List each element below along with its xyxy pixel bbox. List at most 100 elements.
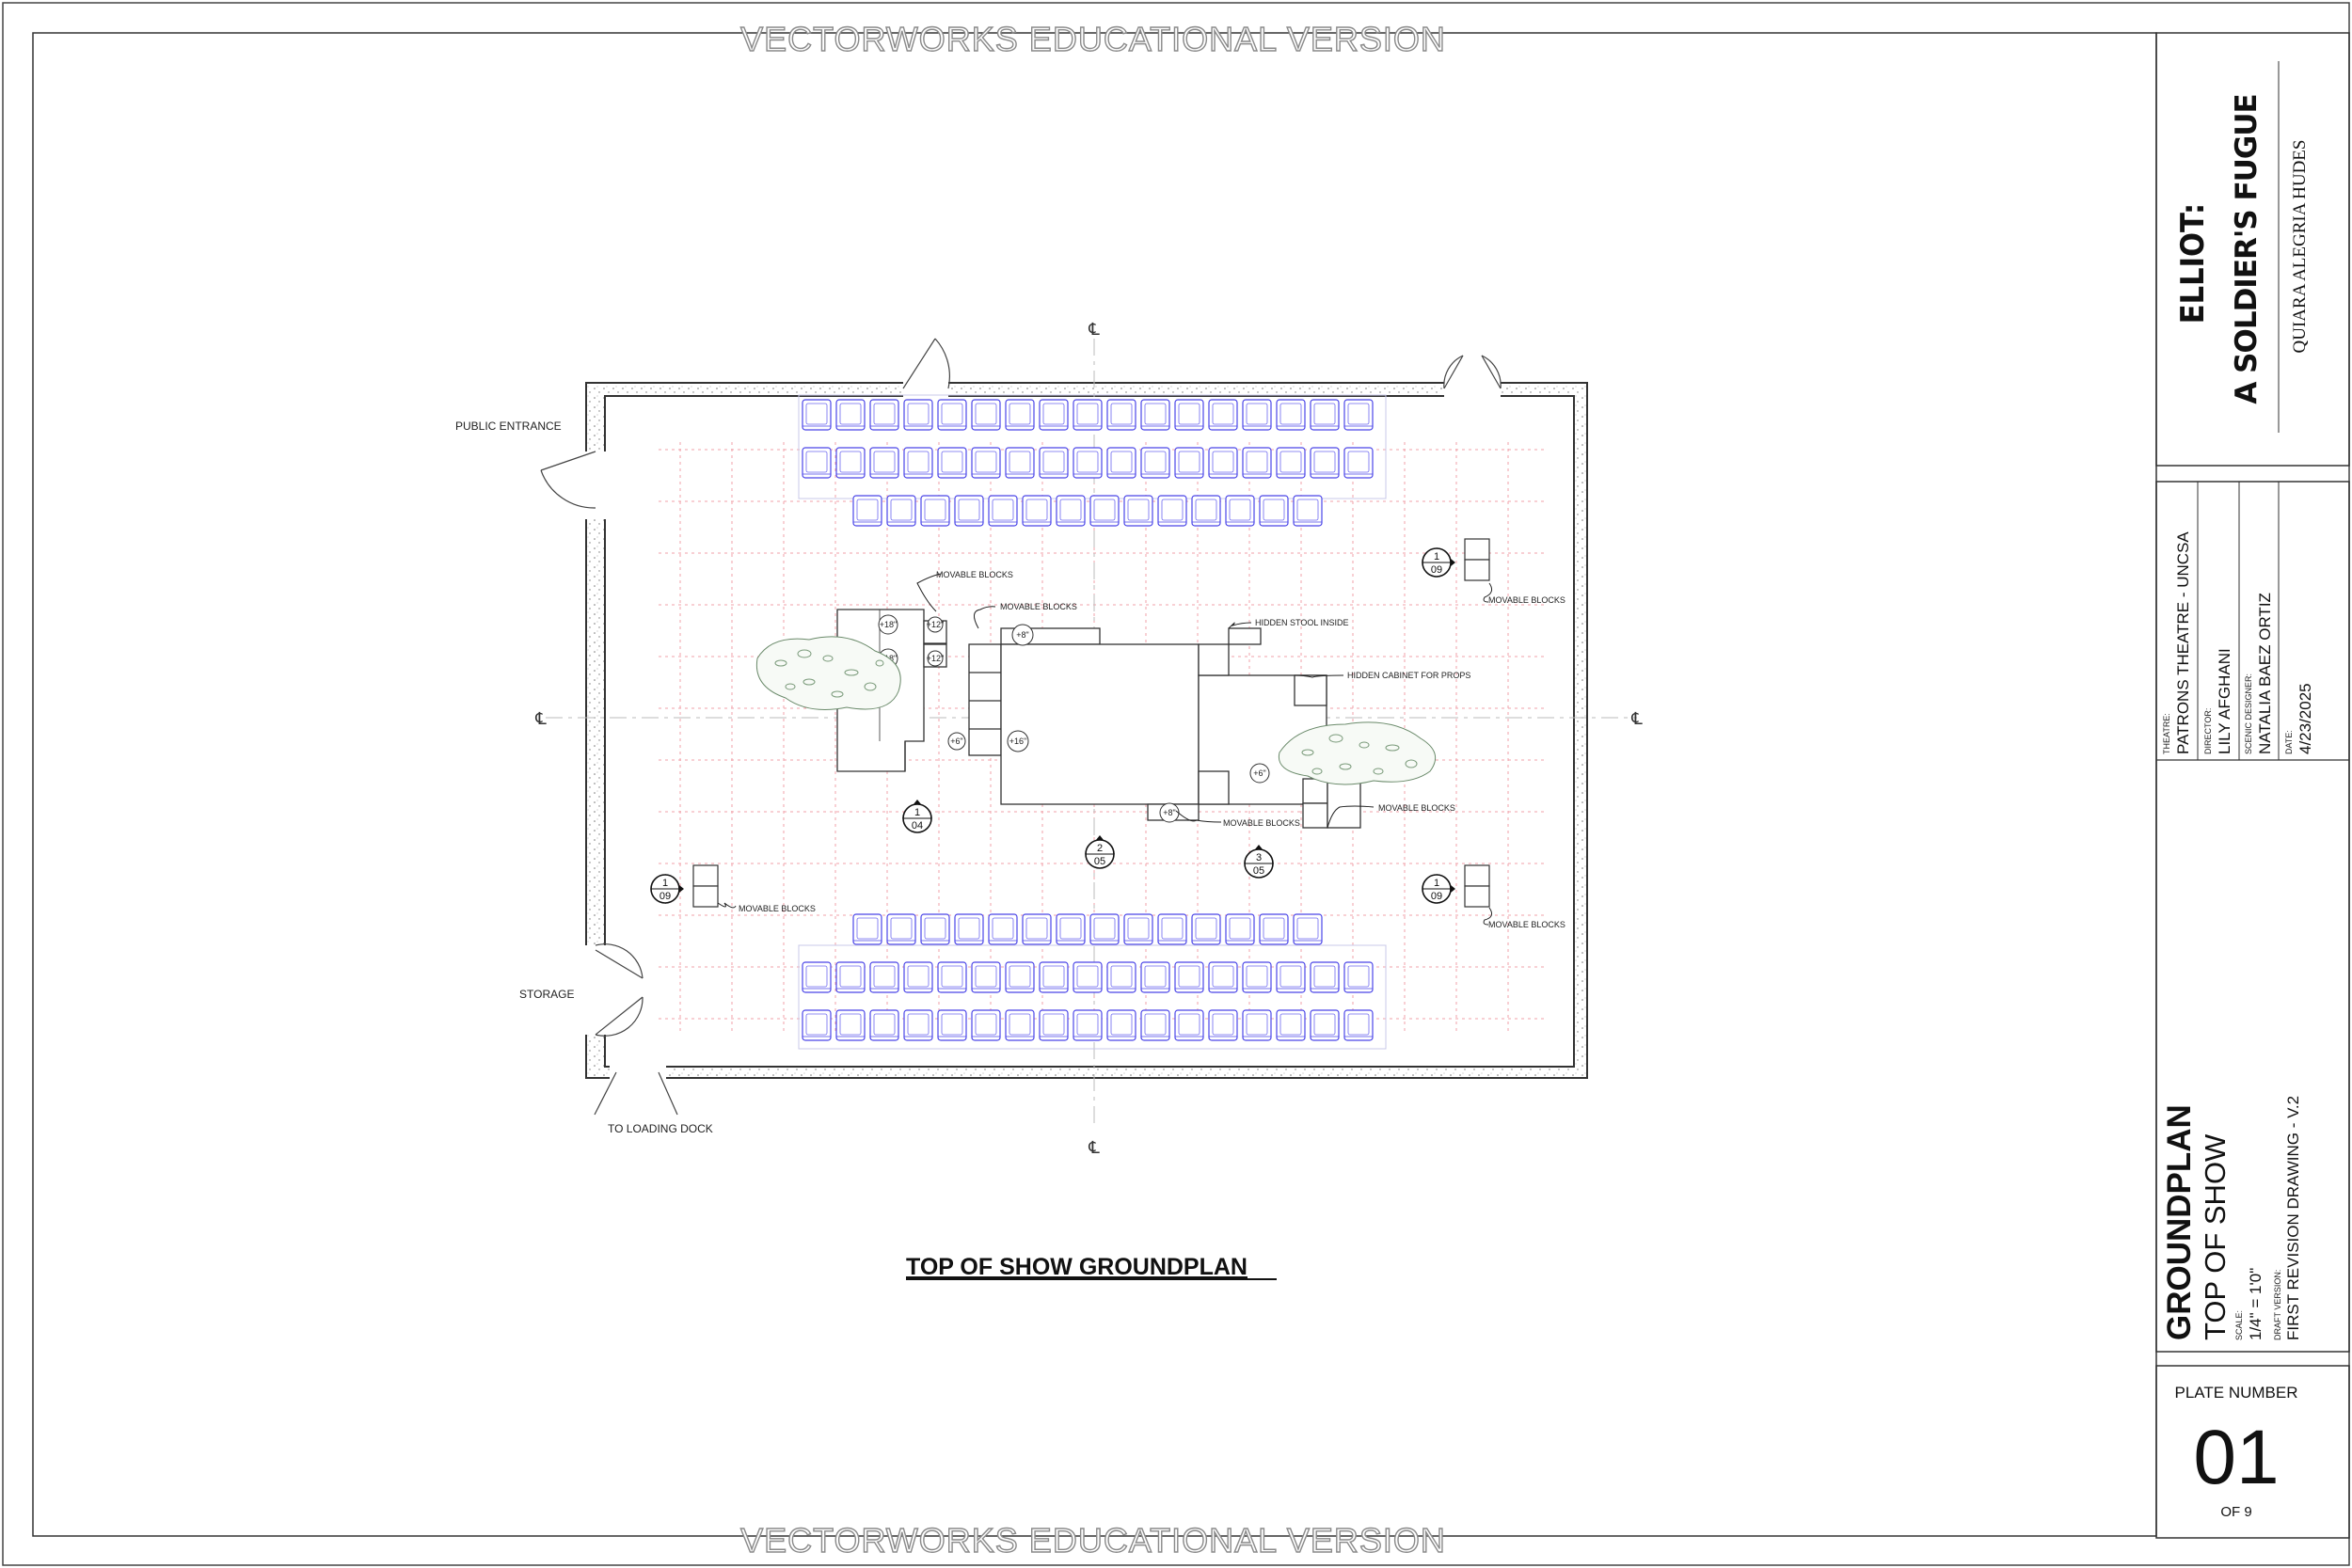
- seat: [1191, 495, 1221, 527]
- seat: [1310, 447, 1340, 479]
- theatre-value: PATRONS THEATRE - UNCSA: [2174, 531, 2192, 754]
- note-movable-blocks-4: MOVABLE BLOCKS: [1378, 803, 1455, 813]
- seat: [1073, 961, 1103, 993]
- seat: [1123, 495, 1153, 527]
- seat: [971, 447, 1001, 479]
- seat: [1343, 961, 1374, 993]
- seat: [869, 447, 899, 479]
- sheet-title: GROUNDPLAN: [2161, 1104, 2198, 1340]
- seat: [1310, 961, 1340, 993]
- version-label: DRAFT VERSION:: [2273, 1270, 2282, 1340]
- marker-sheet: 09: [1431, 564, 1442, 576]
- seat: [1191, 913, 1221, 945]
- centerline-right: ℄: [1630, 709, 1643, 729]
- designer-label: SCENIC DESIGNER:: [2244, 673, 2253, 754]
- playwright: QUIARA ALEGRIA HUDES: [2290, 140, 2310, 354]
- show-title-line1: ELLIOT:: [2174, 203, 2212, 325]
- seat: [1276, 961, 1306, 993]
- seat: [937, 961, 967, 993]
- marker-number: 1: [662, 878, 668, 889]
- seat: [1056, 495, 1086, 527]
- seat: [1208, 399, 1238, 431]
- seat: [852, 913, 882, 945]
- seat: [835, 1009, 866, 1041]
- height-8-a: +8": [1016, 630, 1028, 640]
- seat: [1343, 1009, 1374, 1041]
- seat: [835, 447, 866, 479]
- seat: [954, 495, 984, 527]
- seat: [1073, 447, 1103, 479]
- seat: [1208, 961, 1238, 993]
- seat: [1106, 447, 1136, 479]
- seat: [1259, 913, 1289, 945]
- seat: [1106, 961, 1136, 993]
- seat: [1276, 1009, 1306, 1041]
- seat: [971, 961, 1001, 993]
- building-walls: [540, 338, 1588, 1116]
- seat: [1039, 1009, 1069, 1041]
- seat: [1123, 913, 1153, 945]
- seat: [903, 1009, 933, 1041]
- seat: [1242, 961, 1272, 993]
- section-marker: 104: [902, 800, 932, 833]
- theatre-label: THEATRE:: [2162, 713, 2171, 754]
- seat: [1310, 399, 1340, 431]
- seat: [1039, 961, 1069, 993]
- show-title-line2: A SOLDIER'S FUGUE: [2230, 94, 2264, 404]
- note-movable-blocks-5: MOVABLE BLOCKS: [1488, 595, 1565, 605]
- director-value: LILY AFGHANI: [2216, 648, 2233, 754]
- seat: [869, 961, 899, 993]
- height-12-b: +12": [927, 654, 944, 663]
- seat: [903, 399, 933, 431]
- audience-seating: [798, 394, 1387, 1050]
- height-12-a: +12": [927, 620, 944, 629]
- director-label: DIRECTOR:: [2203, 708, 2213, 754]
- seat: [1157, 495, 1187, 527]
- seat: [835, 399, 866, 431]
- seat: [1140, 447, 1170, 479]
- seat: [954, 913, 984, 945]
- scale-value: 1/4" = 1'0": [2247, 1268, 2265, 1340]
- seat: [869, 1009, 899, 1041]
- plate-of: OF 9: [2220, 1504, 2251, 1520]
- label-loading-dock: TO LOADING DOCK: [608, 1122, 713, 1135]
- seat: [903, 447, 933, 479]
- marker-number: 3: [1256, 852, 1262, 863]
- designer-value: NATALIA BAEZ ORTIZ: [2256, 593, 2274, 754]
- seat: [937, 447, 967, 479]
- foliage-left: [755, 636, 901, 710]
- seat: [971, 1009, 1001, 1041]
- section-marker: 109: [650, 874, 684, 904]
- marker-sheet: 05: [1094, 856, 1105, 867]
- marker-number: 1: [914, 807, 920, 818]
- seat: [1242, 399, 1272, 431]
- seat: [1005, 961, 1035, 993]
- seat: [1022, 913, 1052, 945]
- watermark-top: VECTORWORKS EDUCATIONAL VERSION: [740, 20, 1446, 58]
- section-marker: 305: [1244, 845, 1274, 879]
- seat: [1174, 1009, 1204, 1041]
- seat: [835, 961, 866, 993]
- seat: [802, 961, 832, 993]
- version-value: FIRST REVISION DRAWING - V.2: [2284, 1096, 2302, 1340]
- note-movable-blocks-3: MOVABLE BLOCKS: [1223, 818, 1300, 828]
- label-storage: STORAGE: [519, 988, 574, 1001]
- seat: [1056, 913, 1086, 945]
- seat: [1089, 913, 1120, 945]
- note-hidden-cabinet: HIDDEN CABINET FOR PROPS: [1347, 671, 1470, 680]
- seat: [920, 495, 950, 527]
- seat: [1310, 1009, 1340, 1041]
- seat: [1174, 399, 1204, 431]
- seat: [988, 495, 1018, 527]
- seat: [886, 913, 916, 945]
- seat: [1343, 399, 1374, 431]
- seat: [1225, 913, 1255, 945]
- section-marker: 109: [1422, 547, 1455, 578]
- section-marker: 109: [1422, 874, 1455, 904]
- note-hidden-stool: HIDDEN STOOL INSIDE: [1255, 618, 1349, 627]
- seat: [1174, 961, 1204, 993]
- side-movable-blocks: [692, 538, 1490, 908]
- height-tags: [878, 614, 1270, 823]
- set-platforms: [836, 609, 1361, 829]
